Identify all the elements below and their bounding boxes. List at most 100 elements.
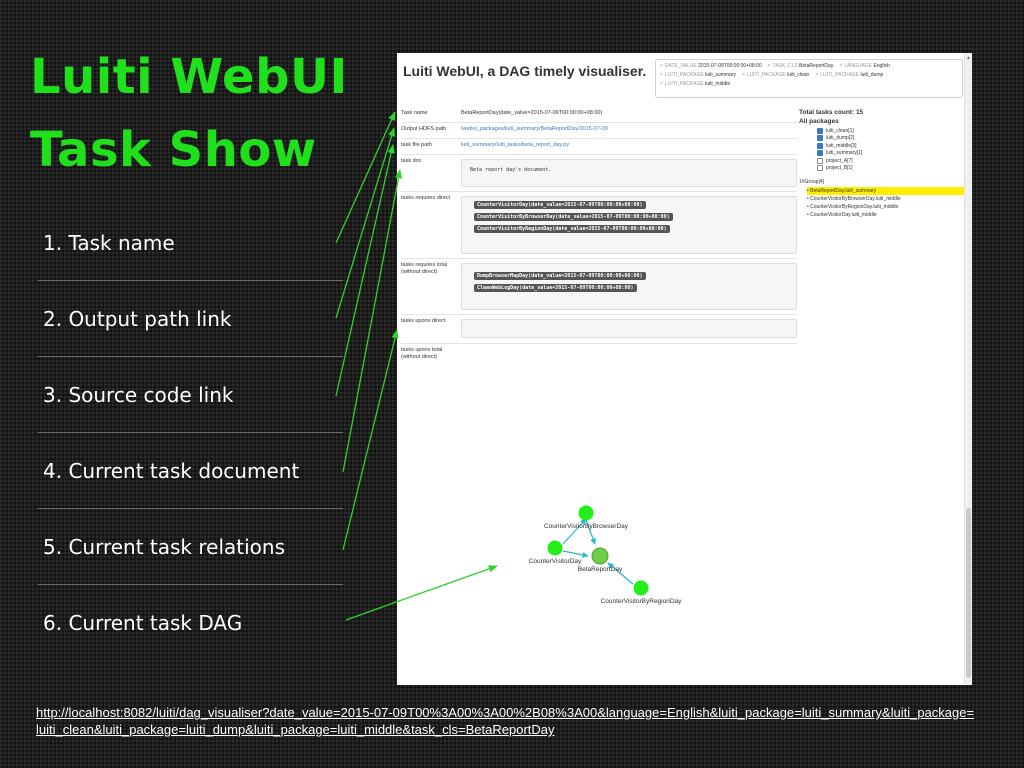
arrow-to-output-path [335,127,396,319]
task-chip[interactable]: CleanWebLogDay(date_value=2015-07-09T00:… [474,284,637,292]
upons-direct-box [461,319,797,338]
filter-tag[interactable]: ×LUITI_PACKAGE luiti_summary [660,72,736,78]
arrow-to-source-code [335,144,395,397]
tag-row: ×LUITI_PACKAGE luiti_middle [656,78,962,87]
task-chip[interactable]: CounterVisitorByRegionDay(date_value=201… [474,225,670,233]
group-item-current[interactable]: • BetaReportDay.luiti_summary [807,187,969,195]
remove-tag-icon[interactable]: × [660,72,663,78]
task-detail-table: Task name BetaReportDay(date_value=2015-… [401,107,797,372]
output-path-link[interactable]: /webui_packages/luiti_summary/BetaReport… [461,126,608,132]
checkbox-checked-icon[interactable] [817,135,823,142]
row-requires-total: tasks requires total (without direct) Du… [401,259,797,315]
group-item[interactable]: • CounterVisitorByBrowserDay.luiti_middl… [807,196,901,202]
task-doc-box: Beta report day's document. [461,159,797,187]
arrow-to-task-relations [342,329,399,551]
app-title: Luiti WebUI, a DAG timely visualiser. [403,63,647,79]
dag-edge [562,518,587,545]
scrollbar-thumb[interactable] [966,508,971,678]
filter-tag[interactable]: ×LUITI_PACKAGE luiti_clean [741,72,810,78]
package-checkbox[interactable]: luiti_summary[1] [817,150,969,158]
arrow-to-task-dag [345,565,498,621]
arrow-to-task-name [335,111,396,244]
slide-subtitle: Task Show [30,122,317,178]
dag-node-label: CounterVisitorByBrowserDay [544,523,629,530]
feature-item-output-path: 2. Output path link [38,281,343,357]
filter-tag[interactable]: ×LUITI_PACKAGE luiti_dump [815,72,884,78]
task-dag-graph: CounterVisitorByBrowserDay CounterVisito… [529,505,683,605]
file-path-label: task file path [401,142,432,148]
dag-node-current[interactable] [591,547,609,565]
remove-tag-icon[interactable]: × [839,63,843,69]
all-packages-heading: All packages [799,118,839,125]
upons-direct-label: tasks upons direct [401,318,446,324]
task-name-value: BetaReportDay(date_value=2015-07-09T00:0… [461,110,603,116]
dag-node-label: CounterVisitorDay [529,558,582,565]
webui-url[interactable]: http://localhost:8082/luiti/dag_visualis… [36,705,975,737]
row-upons-total: tasks upons total (without direct) [401,344,797,372]
dag-node[interactable] [578,505,594,521]
total-tasks-count: Total tasks count: 15 [799,109,864,116]
feature-item-source-code: 3. Source code link [38,357,343,433]
row-task-name: Task name BetaReportDay(date_value=2015-… [401,107,797,123]
package-checkbox[interactable]: project_B[1] [817,165,969,173]
dag-node[interactable] [633,580,649,596]
remove-tag-icon[interactable]: × [815,72,819,78]
dag-edge [585,519,596,545]
checkbox-checked-icon[interactable] [817,142,823,149]
filter-tag[interactable]: ×DATE_VALUE 2015-07-09T00:00:00+08:00 [660,63,762,69]
row-task-doc: task doc Beta report day's document. [401,155,797,192]
source-code-link[interactable]: luiti_summary/luiti_tasks/beta_report_da… [461,142,570,148]
filter-tag[interactable]: ×LUITI_PACKAGE luiti_middle [660,81,731,87]
row-upons-direct: tasks upons direct [401,315,797,344]
task-name-label: Task name [401,110,428,116]
group-item[interactable]: • CounterVisitorByRegionDay.luiti_middle [807,204,899,210]
webui-screenshot: Luiti WebUI, a DAG timely visualiser. ×D… [397,53,972,685]
arrow-to-task-doc [342,169,403,473]
task-doc-text: Beta report day's document. [470,167,552,173]
task-doc-label: task doc [401,158,422,164]
row-requires-direct: tasks requires direct CounterVisitorDay(… [401,192,797,259]
sidebar: Total tasks count: 15 All packages luiti… [799,109,969,219]
dag-edge [607,562,634,585]
row-file-path: task file path luiti_summary/luiti_tasks… [401,139,797,155]
output-path-label: Output HDFS path [401,126,447,132]
tag-row: ×DATE_VALUE 2015-07-09T00:00:00+08:00 ×T… [656,60,962,69]
remove-tag-icon[interactable]: × [660,81,663,87]
feature-item-task-relations: 5. Current task relations [38,509,343,585]
feature-item-task-dag: 6. Current task DAG [43,611,243,635]
requires-total-label: tasks requires total (without direct) [401,262,448,275]
slide-title: Luiti WebUI [30,49,348,105]
checkbox-unchecked-icon[interactable] [817,157,823,164]
dag-node-label: BetaReportDay [578,566,623,573]
task-chip[interactable]: CounterVisitorDay(date_value=2015-07-09T… [474,201,646,209]
feature-item-task-document: 4. Current task document [38,433,343,509]
package-checkbox[interactable]: project_A[7] [817,157,969,165]
package-checkbox[interactable]: luiti_clean[1] [817,127,969,135]
filter-tag-box[interactable]: ×DATE_VALUE 2015-07-09T00:00:00+08:00 ×T… [655,59,963,98]
scrollbar[interactable]: ▲ [964,53,972,685]
checkbox-checked-icon[interactable] [817,150,823,157]
filter-tag[interactable]: ×LANGUAGE English [839,63,890,69]
feature-list: 1. Task name 2. Output path link 3. Sour… [38,205,343,661]
group-heading: 1#Group[4] [799,179,825,185]
remove-tag-icon[interactable]: × [660,63,663,69]
remove-tag-icon[interactable]: × [741,72,745,78]
requires-direct-box: CounterVisitorDay(date_value=2015-07-09T… [461,196,797,254]
group-item[interactable]: • CounterVisitorDay.luiti_middle [807,212,877,218]
package-checkbox[interactable]: luiti_dump[2] [817,135,969,143]
checkbox-checked-icon[interactable] [817,127,823,134]
dag-node-label: CounterVisitorByRegionDay [601,598,683,605]
package-checkbox[interactable]: luiti_middle[3] [817,142,969,150]
task-chip[interactable]: DumpBrowserMapDay(date_value=2015-07-09T… [474,272,646,280]
filter-tag[interactable]: ×TASK_CLS BetaReportDay [767,63,834,69]
requires-total-box: DumpBrowserMapDay(date_value=2015-07-09T… [461,263,797,310]
feature-item-task-name: 1. Task name [38,205,343,281]
checkbox-unchecked-icon[interactable] [817,165,823,172]
scroll-up-icon[interactable]: ▲ [966,55,971,61]
dag-node[interactable] [547,540,563,556]
dag-edge [562,550,589,558]
remove-tag-icon[interactable]: × [767,63,771,69]
task-chip[interactable]: CounterVisitorByBrowserDay(date_value=20… [474,213,673,221]
requires-direct-label: tasks requires direct [401,195,451,201]
